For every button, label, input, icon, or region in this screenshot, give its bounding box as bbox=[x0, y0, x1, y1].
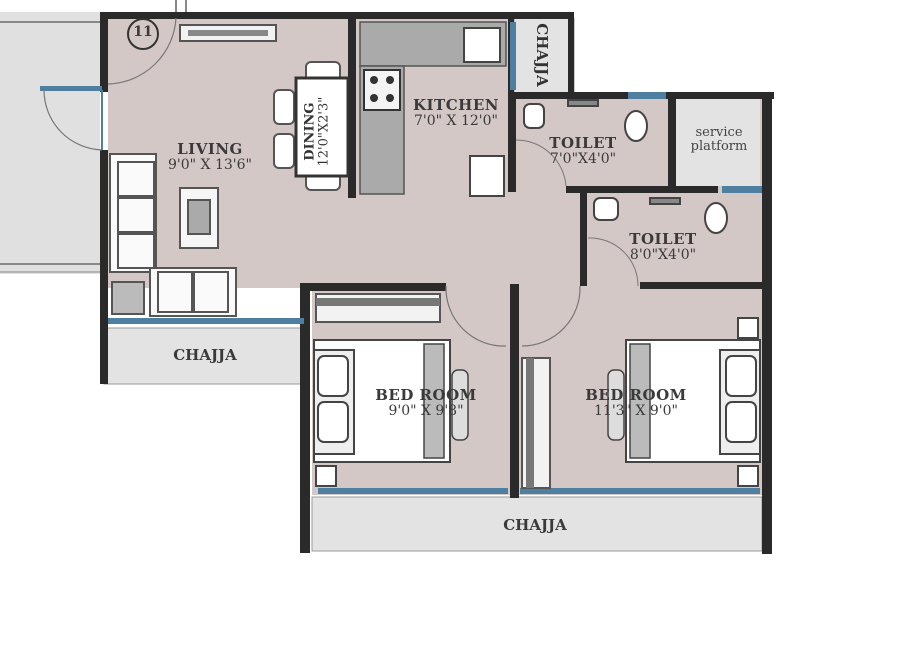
toilet1-label: TOILET 7'0"X4'0" bbox=[528, 134, 638, 167]
neighbour-unit bbox=[0, 12, 100, 274]
dining-label: DINING 12'0"X2'3" bbox=[302, 77, 331, 187]
bed1-label: BED ROOM 9'0" X 9'8" bbox=[356, 386, 496, 419]
chajja-right-label: CHAJJA bbox=[533, 23, 551, 87]
bed1-door-swing bbox=[445, 285, 507, 347]
bed-2 bbox=[607, 317, 761, 487]
bed2-label: BED ROOM 11'3" X 9'0" bbox=[566, 386, 706, 419]
bed2-dims: 11'3" X 9'0" bbox=[594, 402, 678, 419]
living-dims: 9'0" X 13'6" bbox=[168, 156, 252, 173]
apartment-floor bbox=[108, 18, 762, 495]
living-label: LIVING 9'0" X 13'6" bbox=[150, 140, 270, 173]
service-platform-area bbox=[676, 98, 760, 186]
bed-1 bbox=[313, 339, 469, 487]
service-line2: platform bbox=[690, 139, 748, 155]
toilet2-dims: 8'0"X4'0" bbox=[629, 246, 697, 263]
dining-table bbox=[273, 61, 350, 191]
bed2-door-swing bbox=[521, 285, 581, 347]
kitchen-label: KITCHEN 7'0" X 12'0" bbox=[396, 96, 516, 129]
unit-number-badge bbox=[127, 18, 159, 50]
sofa bbox=[109, 153, 237, 317]
wardrobes bbox=[315, 293, 551, 489]
service-platform-label: service platform bbox=[678, 125, 760, 155]
dining-dims: 12'0"X2'3" bbox=[316, 96, 331, 167]
windows bbox=[40, 22, 762, 494]
dining-name: DINING bbox=[302, 102, 318, 161]
chajja-bottom-label: CHAJJA bbox=[503, 516, 567, 534]
toilet-fixtures bbox=[523, 99, 728, 234]
kitchen-counter bbox=[359, 21, 507, 197]
bed1-name: BED ROOM bbox=[375, 386, 477, 404]
toilet1-name: TOILET bbox=[549, 134, 617, 152]
bed1-dims: 9'0" X 9'8" bbox=[388, 402, 464, 419]
kitchen-dims: 7'0" X 12'0" bbox=[414, 112, 498, 129]
service-line1: service bbox=[695, 125, 743, 140]
toilet2-label: TOILET 8'0"X4'0" bbox=[608, 230, 718, 263]
chajja-left-label: CHAJJA bbox=[173, 346, 237, 364]
living-name: LIVING bbox=[177, 140, 243, 158]
toilet2-name: TOILET bbox=[629, 230, 697, 248]
unit-number: 11 bbox=[133, 24, 153, 40]
kitchen-name: KITCHEN bbox=[413, 96, 499, 114]
entry-door-swing bbox=[43, 89, 103, 151]
toilet1-dims: 7'0"X4'0" bbox=[549, 150, 617, 167]
chajja-bottom bbox=[311, 496, 763, 552]
walls bbox=[100, 12, 774, 554]
bed2-name: BED ROOM bbox=[585, 386, 687, 404]
